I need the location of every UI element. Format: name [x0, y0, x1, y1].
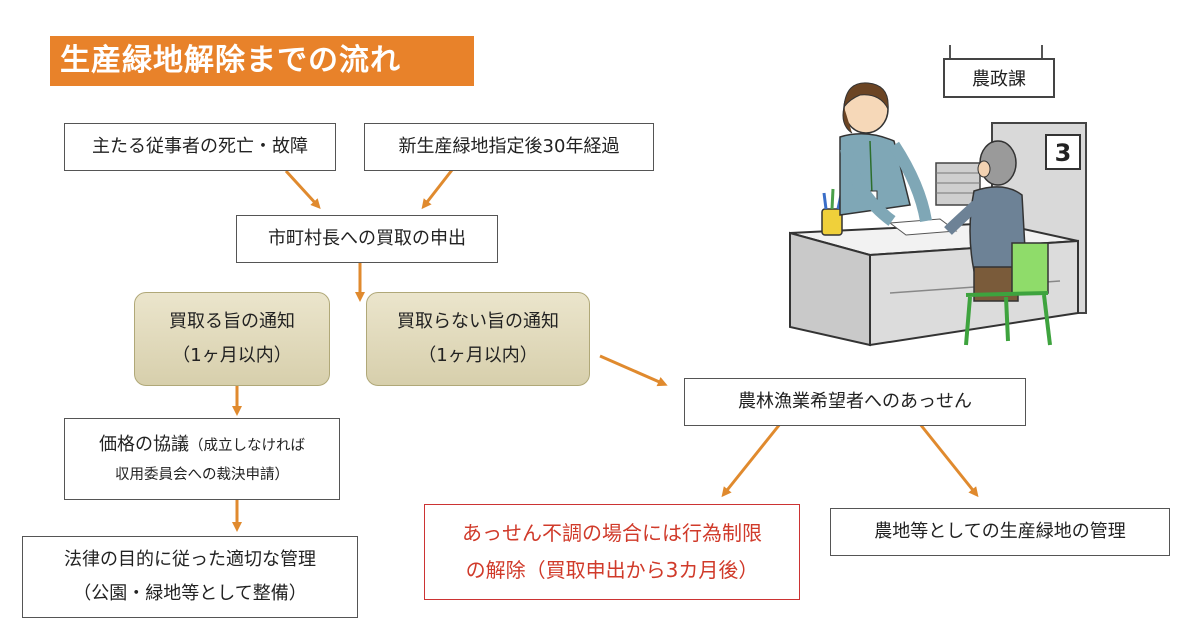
counter-number: 3 — [1055, 139, 1072, 167]
farm-text: 農地等としての生産緑地の管理 — [874, 520, 1126, 542]
nobuy-notice-box: 買取らない旨の通知 （1ヶ月以内） — [366, 292, 590, 386]
price-line1: 価格の協議（成立しなければ — [99, 428, 305, 462]
buy-notice-line1: 買取る旨の通知 — [169, 310, 295, 332]
arrow-death-to-request — [284, 169, 321, 209]
farm-box: 農地等としての生産緑地の管理 — [830, 508, 1170, 556]
law-line1: 法律の目的に従った適切な管理 — [64, 548, 316, 570]
price-main: 価格の協議 — [99, 434, 189, 456]
pen-cup — [821, 208, 843, 236]
cause-death-box: 主たる従事者の死亡・故障 — [64, 123, 336, 171]
mediation-box: 農林漁業希望者へのあっせん — [684, 378, 1026, 426]
request-box: 市町村長への買取の申出 — [236, 215, 498, 263]
file-tray — [935, 162, 981, 206]
sign-label: 農政課 — [972, 69, 1026, 90]
office-counter-illustration: 農政課 3 — [789, 45, 1087, 347]
arrow-mediation-to-farm — [918, 423, 979, 498]
clerk-figure — [839, 82, 932, 226]
cause-years-box: 新生産緑地指定後30年経過 — [364, 123, 654, 171]
arrow-years-to-request — [421, 169, 454, 210]
mediation-text: 農林漁業希望者へのあっせん — [738, 390, 972, 412]
cause-years-text: 新生産緑地指定後30年経過 — [398, 135, 620, 157]
failure-line1: あっせん不調の場合には行為制限 — [462, 521, 762, 545]
failure-line2: の解除（買取申出から3カ月後） — [465, 558, 759, 582]
law-box: 法律の目的に従った適切な管理 （公園・緑地等として整備） — [22, 536, 358, 618]
arrow-mediation-to-failure — [721, 423, 782, 498]
arrow-nobuy-to-mediation — [599, 354, 668, 387]
price-box: 価格の協議（成立しなければ 収用委員会への裁決申請） — [64, 418, 340, 500]
counter-number-plate — [1045, 134, 1081, 170]
price-note1: （成立しなければ — [189, 438, 305, 455]
page-title: 生産緑地解除までの流れ — [50, 36, 474, 86]
sign-board — [943, 58, 1055, 98]
buy-notice-box: 買取る旨の通知 （1ヶ月以内） — [134, 292, 330, 386]
buy-notice-line2: （1ヶ月以内） — [172, 345, 292, 366]
nobuy-notice-line2: （1ヶ月以内） — [418, 345, 538, 366]
failure-box: あっせん不調の場合には行為制限 の解除（買取申出から3カ月後） — [424, 504, 800, 600]
request-text: 市町村長への買取の申出 — [268, 227, 466, 249]
green-chair — [964, 242, 1052, 346]
nobuy-notice-line1: 買取らない旨の通知 — [397, 310, 559, 332]
price-note2: 収用委員会への裁決申請） — [115, 467, 289, 484]
law-line2: （公園・緑地等として整備） — [73, 583, 307, 604]
cause-death-text: 主たる従事者の死亡・故障 — [92, 135, 308, 157]
